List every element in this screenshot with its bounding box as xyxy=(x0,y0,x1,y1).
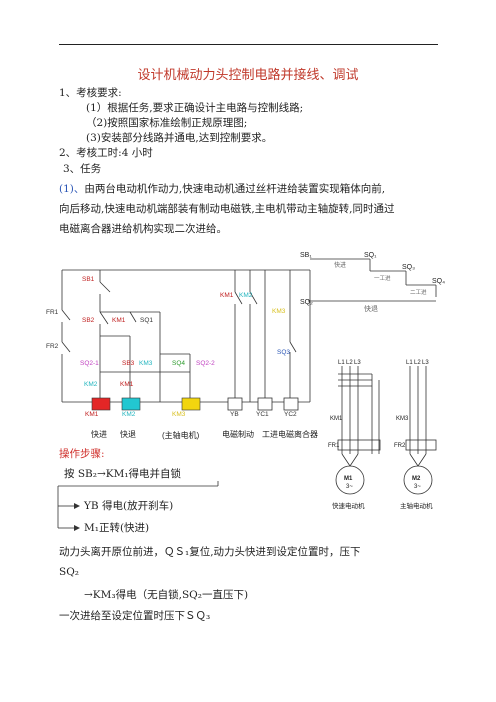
para-1: 动力头离开原位前进，ＱＳ₁复位,动力头快进到设定位置时，压下 xyxy=(59,546,361,558)
coil-label-km3: KM3 xyxy=(172,411,186,418)
label-km2b: KM2 xyxy=(239,292,253,299)
label-sq22: SQ2-2 xyxy=(196,360,215,367)
caption-spindle-motor: (主轴电机) xyxy=(162,430,200,440)
motor-caption-fast: 快速电动机 xyxy=(332,501,365,510)
requirement-1: (1）根据任务,要求正确设计主电路与控制线路; xyxy=(86,102,304,114)
label-fr1: FR1 xyxy=(46,309,59,316)
task-text: 由两台电动机作动力,快速电动机通过丝杆进给装置实现箱体向前, xyxy=(84,183,386,195)
travel-feed2: 二工进 xyxy=(410,288,427,296)
control-circuit-diagram: SB1 SB2 FR1 FR2 KM1 SQ1 SQ2-1 SB3 KM3 SQ… xyxy=(46,269,318,440)
motor-km1-label: KM1 xyxy=(330,416,343,422)
label-sb3: SB3 xyxy=(122,360,135,367)
coil-label-yc1: YC1 xyxy=(256,411,269,418)
label-sq21: SQ2-1 xyxy=(80,360,99,367)
travel-sb1: SB₁ xyxy=(300,252,312,259)
label-sb1: SB1 xyxy=(82,276,95,283)
travel-back: 快退 xyxy=(364,304,378,313)
section-1-heading: 1、考核要求: xyxy=(59,87,122,99)
motor-m2-phase: 3~ xyxy=(414,484,421,490)
motor-fr1-label: FR1 xyxy=(328,443,340,449)
yb-coil xyxy=(227,397,243,411)
motor-l3-right: L3 xyxy=(422,360,429,366)
label-km1a: KM1 xyxy=(112,317,126,324)
motor-l1-right: L1 xyxy=(406,360,413,366)
yc1-coil xyxy=(257,397,273,411)
para-2: SQ₂ xyxy=(59,566,80,578)
caption-brake: 电磁制动 xyxy=(222,429,254,439)
caption-fast-back: 快退 xyxy=(120,429,136,439)
task-paragraph-line3: 电磁离合器进给机构实现二次进给。 xyxy=(59,223,227,235)
motor-l2-left: L2 xyxy=(346,360,353,366)
page-title: 设计机械动力头控制电路并接线、调试 xyxy=(137,68,359,83)
coil-label-yc2: YC2 xyxy=(284,411,297,418)
requirement-2: （2)按照国家标准绘制正规原理图; xyxy=(86,117,248,129)
travel-feed1: 一工进 xyxy=(374,274,391,282)
motor-m2-label: M2 xyxy=(412,476,421,482)
km3-coil xyxy=(181,397,201,411)
motor-km3-label: KM3 xyxy=(396,416,409,422)
coil-label-km2: KM2 xyxy=(122,411,136,418)
requirement-3: (3)安装部分线路并通电,达到控制要求。 xyxy=(86,132,273,144)
main-circuit-diagram: L1 L2 L3 L1 L2 L3 KM1 KM3 FR1 FR2 M1 3~ … xyxy=(328,360,437,510)
km2-coil xyxy=(121,397,141,411)
steps-heading: 操作步骤: xyxy=(59,448,105,460)
para-3: →KM₃得电（无自锁,SQ₂一直压下) xyxy=(84,589,249,601)
motor-caption-spindle: 主轴电动机 xyxy=(400,501,433,510)
section-3-heading: 3、任务 xyxy=(63,163,102,175)
task-number: (1)、 xyxy=(59,183,85,195)
step-2: YB 得电(放开刹车) xyxy=(84,500,174,512)
caption-fast-forward: 快进 xyxy=(91,429,107,439)
header-rule xyxy=(59,44,438,45)
label-sq3: SQ3 xyxy=(277,349,290,356)
yc2-coil xyxy=(283,397,299,411)
label-fr2: FR2 xyxy=(46,343,59,350)
label-km2a: KM2 xyxy=(84,381,98,388)
travel-fast: 快进 xyxy=(334,261,346,269)
section-2-heading: 2、考核工时:4 小时 xyxy=(59,147,153,159)
coil-label-yb: YB xyxy=(230,411,239,418)
label-sb2: SB2 xyxy=(82,317,95,324)
step-3: M₁正转(快进) xyxy=(84,522,150,534)
label-km3a: KM3 xyxy=(139,360,153,367)
label-km1b: KM1 xyxy=(120,381,134,388)
travel-sq4: SQ₄ xyxy=(432,278,445,285)
task-paragraph-line2: 向后移动,快速电动机端部装有制动电磁铁,主电机带动主轴旋转,同时通过 xyxy=(59,203,395,215)
motor-fr2-label: FR2 xyxy=(394,443,406,449)
motor-m1-phase: 3~ xyxy=(346,484,353,490)
label-sq1: SQ1 xyxy=(140,317,153,324)
coil-label-km1: KM1 xyxy=(85,411,99,418)
step-flow-lines xyxy=(57,481,219,531)
motor-l3-left: L3 xyxy=(354,360,361,366)
task-paragraph-line1: (1)、由两台电动机作动力,快速电动机通过丝杆进给装置实现箱体向前, xyxy=(59,182,385,196)
travel-sq2: SQ₂ xyxy=(300,299,313,306)
label-sq4: SQ4 xyxy=(172,360,185,367)
para-4: 一次进给至设定位置时压下ＳＱ₃ xyxy=(59,610,211,622)
km1-coil xyxy=(91,397,111,411)
step-1: 按 SB₂→KM₁得电并自锁 xyxy=(64,468,182,480)
travel-diagram: SB₁ SQ₁ SQ₃ SQ₄ SQ₂ 快进 一工进 二工进 快退 xyxy=(300,252,445,313)
motor-m1-label: M1 xyxy=(344,476,353,482)
travel-sq1: SQ₁ xyxy=(364,252,377,259)
motor-l1-left: L1 xyxy=(338,360,345,366)
label-km3b: KM3 xyxy=(272,308,286,315)
motor-l2-right: L2 xyxy=(414,360,421,366)
label-km1c: KM1 xyxy=(220,292,234,299)
travel-sq3: SQ₃ xyxy=(402,264,415,271)
caption-clutch: 工进电磁离合器 xyxy=(262,429,318,439)
